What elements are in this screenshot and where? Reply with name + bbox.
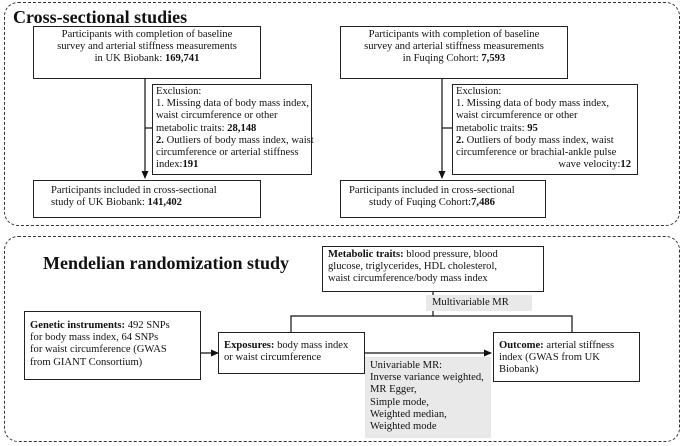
mendelian-title: Mendelian randomization study: [43, 253, 290, 273]
genetic-instruments-line1: 492 SNPs: [125, 320, 170, 331]
fuqing-exclusion-item2-line2: circumference or brachial-ankle pulse: [456, 147, 617, 159]
genetic-instruments-line3: for waist circumference (GWAS: [30, 344, 167, 356]
uk-exclusion-box: Exclusion: 1. Missing data of body mass …: [152, 84, 314, 175]
outcome-line1: arterial stiffness: [543, 340, 615, 351]
uk-included-box: Participants included in cross-sectional…: [33, 180, 261, 218]
uk-baseline-line2: survey and arterial stiffness measuremen…: [57, 41, 237, 53]
uk-exclusion-item2-number: 2.: [156, 134, 164, 146]
fuqing-baseline-box: Participants with completion of baseline…: [340, 26, 568, 79]
outcome-box: Outcome: arterial stiffness index (GWAS …: [493, 332, 640, 382]
uk-exclusion-item1-line2: waist circumference or other: [156, 110, 278, 122]
fuqing-exclusion-outlier-count: 12: [620, 159, 631, 171]
univariable-mr-box: Univariable MR: Inverse variance weighte…: [365, 357, 491, 438]
cross-sectional-section: [4, 2, 680, 226]
metabolic-traits-box: Metabolic traits: blood pressure, blood …: [322, 246, 544, 292]
outcome-line2: index (GWAS from UK: [499, 352, 600, 364]
mendelian-section: [4, 236, 680, 442]
outcome-line3: Biobank): [499, 364, 539, 376]
exposures-box: Exposures: body mass index or waist circ…: [218, 332, 365, 374]
univariable-mr-head: Univariable MR:: [370, 360, 443, 371]
fuqing-exclusion-item2-line3: wave velocity:: [558, 159, 621, 171]
uk-exclusion-item1-line3: metabolic traits:: [156, 122, 228, 134]
multivariable-label: Multivariable MR: [426, 295, 532, 311]
uk-baseline-line3: in UK Biobank:: [94, 53, 165, 65]
uk-baseline-count: 169,741: [164, 53, 200, 65]
metabolic-traits-label: Metabolic traits:: [328, 249, 404, 260]
fuqing-exclusion-box: Exclusion: 1. Missing data of body mass …: [452, 84, 638, 175]
genetic-instruments-box: Genetic instruments: 492 SNPs for body m…: [24, 311, 201, 380]
metabolic-traits-line1: blood pressure, blood: [403, 249, 498, 260]
uk-exclusion-item1-line1: 1. Missing data of body mass index,: [156, 98, 310, 110]
fuqing-baseline-line3: in Fuqing Cohort:: [402, 53, 482, 65]
fuqing-exclusion-item1-line2: waist circumference or other: [456, 110, 578, 122]
exposures-label: Exposures:: [224, 340, 275, 351]
exposures-line2: or waist circumference: [224, 352, 322, 364]
uk-exclusion-outlier-count: 191: [182, 159, 199, 171]
uk-included-line2: study of UK Biobank:: [51, 197, 148, 209]
outcome-label: Outcome:: [499, 340, 544, 351]
genetic-instruments-line2: for body mass index, 64 SNPs: [30, 332, 159, 344]
uk-exclusion-head: Exclusion:: [156, 86, 202, 97]
univariable-method-egger: MR Egger,: [370, 384, 417, 396]
fuqing-included-box: Participants included in cross-sectional…: [340, 180, 546, 218]
exposures-line1: body mass index: [274, 340, 349, 351]
fuqing-exclusion-missing-count: 95: [527, 122, 538, 134]
fuqing-exclusion-item2-line1: Outliers of body mass index, waist: [463, 134, 614, 146]
fuqing-included-line1: Participants included in cross-sectional: [349, 185, 515, 196]
uk-exclusion-item2-line3: index:: [156, 159, 183, 171]
fuqing-included-line2: study of Fuqing Cohort:: [369, 197, 472, 209]
univariable-method-ivw: Inverse variance weighted,: [370, 372, 484, 384]
uk-baseline-line1: Participants with completion of baseline: [61, 29, 233, 40]
multivariable-bracket: [290, 315, 573, 332]
fuqing-exclusion-item2-number: 2.: [456, 134, 464, 146]
uk-included-line1: Participants included in cross-sectional: [51, 185, 217, 196]
metabolic-traits-line3: waist circumference/body mass index: [328, 273, 488, 285]
fuqing-exclusion-head: Exclusion:: [456, 86, 502, 97]
genetic-instruments-line4: from GIANT Consortium): [30, 356, 143, 368]
fuqing-exclusion-item1-line3: metabolic traits:: [456, 122, 528, 134]
fuqing-baseline-line2: survey and arterial stiffness measuremen…: [364, 41, 544, 53]
univariable-method-simple-mode: Simple mode,: [370, 396, 429, 408]
uk-exclusion-missing-count: 28,148: [227, 122, 257, 134]
uk-exclusion-item2-line1: Outliers of body mass index, waist: [163, 134, 314, 146]
uk-exclusion-item2-line2: circumference or arterial stiffness: [156, 147, 299, 159]
univariable-method-weighted-median: Weighted median,: [370, 408, 447, 420]
uk-included-count: 141,402: [147, 197, 182, 209]
fuqing-included-count: 7,486: [471, 197, 495, 209]
uk-baseline-box: Participants with completion of baseline…: [33, 26, 261, 79]
univariable-method-weighted-mode: Weighted mode: [370, 421, 437, 433]
cross-sectional-title: Cross-sectional studies: [13, 7, 188, 27]
metabolic-traits-line2: glucose, triglycerides, HDL cholesterol,: [328, 261, 498, 273]
fuqing-baseline-count: 7,593: [481, 53, 506, 65]
genetic-instruments-label: Genetic instruments:: [30, 320, 126, 331]
multivariable-label-text: Multivariable MR: [432, 297, 509, 308]
fuqing-baseline-line1: Participants with completion of baseline: [368, 29, 540, 40]
fuqing-exclusion-item1-line1: 1. Missing data of body mass index,: [456, 98, 610, 110]
